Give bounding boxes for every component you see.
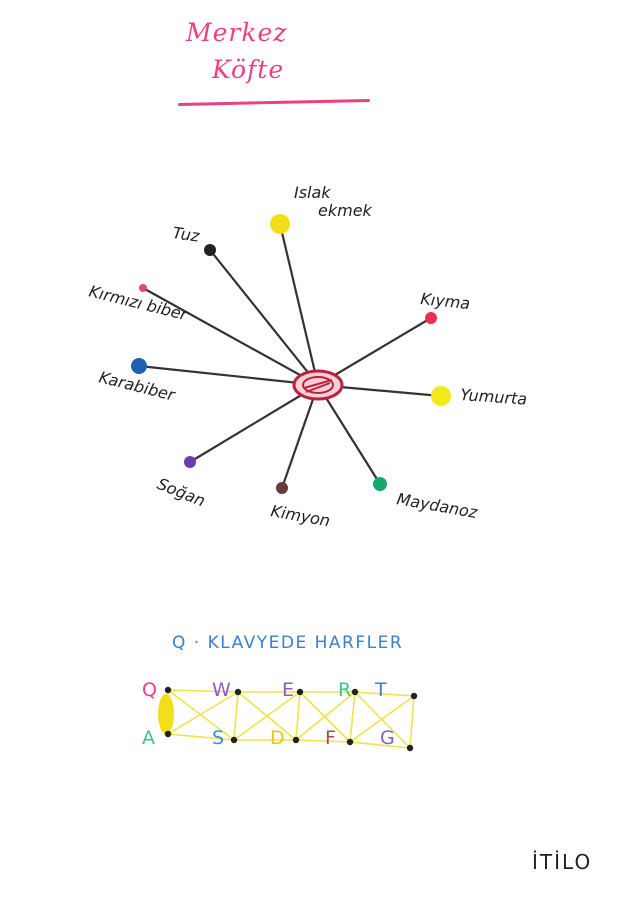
key-s: S (212, 727, 224, 749)
node-dot-yumurta (431, 386, 451, 406)
keyboard-title: Q · KLAVYEDE HARFLER (172, 633, 403, 653)
keyboard-dot (164, 730, 172, 738)
key-w: W (212, 679, 231, 701)
keyboard-link (295, 691, 301, 741)
keyboard-dots (164, 686, 418, 752)
keyboard-link (349, 695, 415, 743)
node-label-yumurta: Yumurta (460, 385, 528, 409)
diagram-nodes (131, 214, 451, 494)
key-r: R (338, 679, 351, 701)
keyboard-link (295, 691, 356, 741)
keyboard-link (349, 691, 356, 743)
node-dot-karabiber (131, 358, 147, 374)
keyboard-link (233, 691, 301, 741)
key-q: Q (142, 679, 157, 701)
key-g: G (380, 727, 395, 749)
keyboard-links (167, 689, 415, 749)
key-f: F (325, 727, 336, 749)
node-label-islak-ekmek: Islak (294, 183, 331, 202)
center-inner-ring (302, 376, 334, 394)
node-dot-kıyma (425, 312, 437, 324)
node-label-soğan: Soğan (155, 474, 209, 510)
node-dot-tuz (204, 244, 216, 256)
qa-highlight (158, 694, 174, 734)
keyboard-link (349, 741, 411, 749)
keyboard-dot (164, 686, 172, 694)
keyboard-dot (296, 688, 304, 696)
keyboard-letters: Q W E R T A S D F G (142, 679, 395, 749)
keyboard-dot (234, 688, 242, 696)
node-label-kırmızı-biber: Kırmızı biber (87, 281, 191, 324)
title-line-2: Köfte (212, 55, 285, 84)
spoke-kimyon (280, 383, 320, 490)
keyboard-link (167, 691, 239, 735)
node-dot-maydanoz (373, 477, 387, 491)
spoke-maydanoz (316, 383, 382, 486)
diagram-spokes (137, 222, 443, 490)
node-dot-islak-ekmek (270, 214, 290, 234)
key-e: E (282, 679, 294, 701)
node-label-maydanoz: Maydanoz (395, 489, 479, 522)
key-a: A (142, 727, 155, 749)
keyboard-dot (346, 738, 354, 746)
title-line-1: Merkez (186, 18, 288, 47)
center-node (292, 369, 344, 401)
keyboard-link (167, 689, 239, 693)
spoke-tuz (208, 248, 320, 387)
keyboard-dot (410, 692, 418, 700)
keyboard-dot (230, 736, 238, 744)
key-d: D (270, 727, 285, 749)
spoke-soğan (188, 383, 320, 464)
node-label-tuz: Tuz (171, 223, 201, 246)
spoke-karabiber (137, 364, 320, 387)
node-dot-kimyon (276, 482, 288, 494)
keyboard-dot (292, 736, 300, 744)
node-label-kimyon: Kimyon (269, 501, 331, 530)
keyboard-link (233, 691, 239, 741)
keyboard-dot (351, 688, 359, 696)
spoke-kıyma (316, 316, 433, 387)
node-label-islak-ekmek-2: ekmek (318, 201, 373, 220)
spoke-islak-ekmek (278, 222, 320, 387)
node-dot-kırmızı-biber (139, 284, 147, 292)
node-dot-soğan (184, 456, 196, 468)
keyboard-diagram: Q · KLAVYEDE HARFLER Q W E R T A S D F G (142, 633, 418, 752)
center-scribble (303, 379, 333, 393)
spoke-kırmızı-biber (141, 286, 320, 387)
signature: İTİLO (532, 850, 593, 874)
keyboard-link (409, 695, 415, 749)
keyboard-link (354, 691, 411, 749)
keyboard-link (295, 739, 351, 743)
keyboard-link (354, 691, 415, 697)
key-t: T (374, 679, 387, 701)
keyboard-dot (406, 744, 414, 752)
keyboard-link (167, 733, 235, 741)
node-label-kıyma: Kıyma (420, 289, 472, 313)
